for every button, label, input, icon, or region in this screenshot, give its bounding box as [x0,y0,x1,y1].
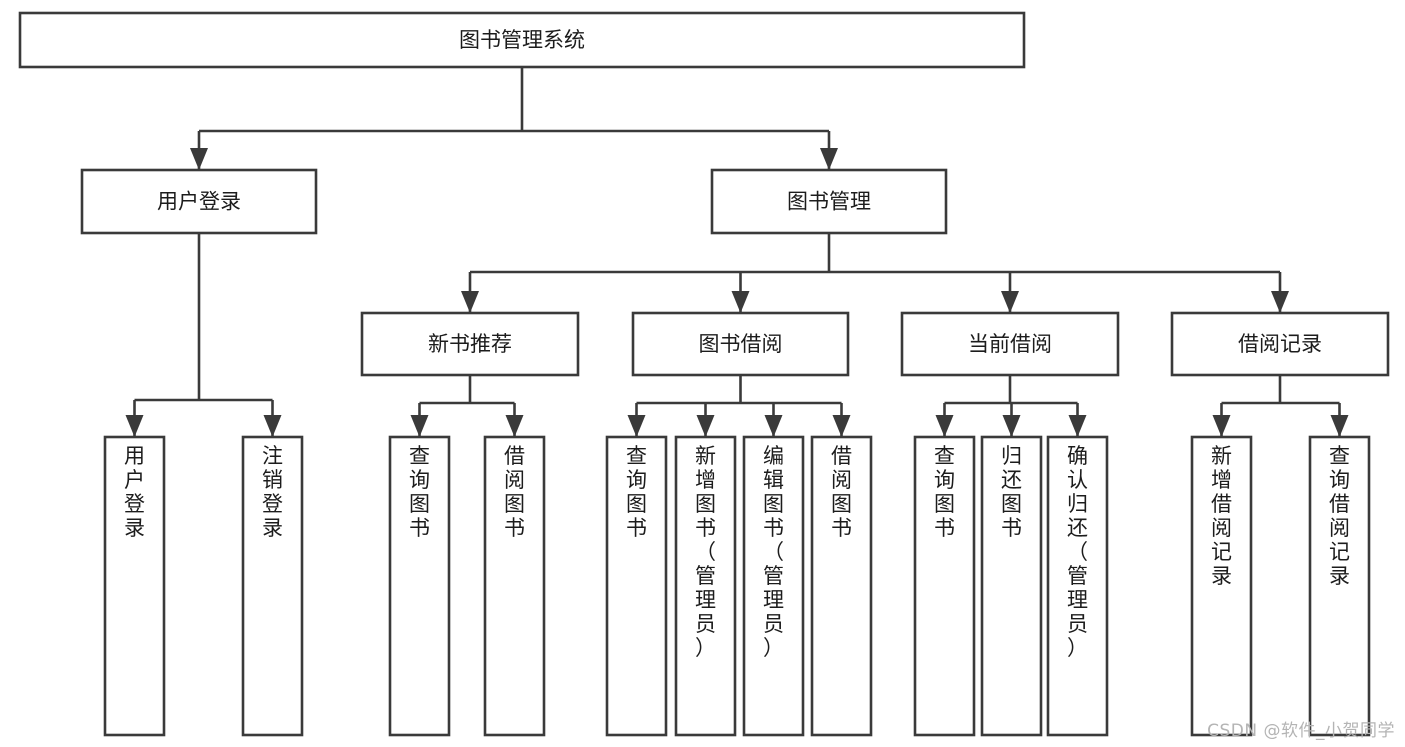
node-book-manage[interactable]: 图书管理 [710,168,948,235]
node-leaf-query-book-rec-box [388,435,451,737]
node-book-manage-box [710,168,948,235]
node-borrow-record-box [1170,311,1390,377]
node-leaf-query-book-current-label: 查询图书 [934,444,955,540]
node-leaf-return-book[interactable]: 归还图书 [980,435,1043,737]
node-leaf-confirm-return-admin[interactable]: 确认归还（管理员） [1046,435,1109,737]
node-new-book-recommend-label: 新书推荐 [428,332,512,356]
node-leaf-add-book-admin-label: 新增图书（管理员） [695,444,716,660]
node-leaf-add-book-admin-box [674,435,737,737]
node-leaf-borrow-book-rec[interactable]: 借阅图书 [483,435,546,737]
node-leaf-query-borrow-record-label: 查询借阅记录 [1329,444,1350,588]
l2-2-to-leaves-arrow-0 [935,415,954,437]
node-leaf-query-book-current[interactable]: 查询图书 [913,435,976,737]
node-borrow-record[interactable]: 借阅记录 [1170,311,1390,377]
l2-0-to-leaves-arrow-0 [410,415,429,437]
node-leaf-add-borrow-record-label: 新增借阅记录 [1211,444,1232,588]
node-leaf-edit-book-admin-label: 编辑图书（管理员） [763,444,784,660]
node-leaf-user-login-label: 用户登录 [124,444,145,540]
node-current-borrow-label: 当前借阅 [968,332,1052,356]
node-leaf-borrow-book-box [810,435,873,737]
node-book-borrow-label: 图书借阅 [699,332,783,356]
node-leaf-query-borrow-record[interactable]: 查询借阅记录 [1308,435,1371,737]
node-leaf-edit-book-admin[interactable]: 编辑图书（管理员） [742,435,805,737]
l2-2-to-leaves-arrow-2 [1068,415,1087,437]
node-leaf-borrow-book-rec-box [483,435,546,737]
node-user-login[interactable]: 用户登录 [80,168,318,235]
bookmanage-to-level2-arrow-1 [731,291,750,313]
l2-2-to-leaves-arrow-1 [1002,415,1021,437]
l2-1-to-leaves-arrow-1 [696,415,715,437]
l2-0-to-leaves-arrow-1 [505,415,524,437]
node-leaf-query-book-current-box [913,435,976,737]
l2-1-to-leaves-arrow-2 [764,415,783,437]
node-root-system[interactable]: 图书管理系统 [18,11,1026,69]
l2-1-to-leaves-arrow-3 [832,415,851,437]
node-leaf-return-book-label: 归还图书 [1001,444,1022,540]
bookmanage-to-level2-arrow-3 [1271,291,1289,313]
node-book-manage-label: 图书管理 [787,190,871,214]
node-leaf-query-book-borrow-label: 查询图书 [626,444,647,540]
node-new-book-recommend[interactable]: 新书推荐 [360,311,580,377]
node-leaf-return-book-box [980,435,1043,737]
node-leaf-query-book-borrow-box [605,435,668,737]
node-book-borrow[interactable]: 图书借阅 [631,311,850,377]
node-root-system-box [18,11,1026,69]
node-leaf-add-borrow-record-box [1190,435,1253,737]
bookmanage-to-level2-arrow-2 [1001,291,1019,313]
node-leaf-logout[interactable]: 注销登录 [241,435,304,737]
root-to-level1-arrow-0 [190,148,208,170]
node-user-login-box [80,168,318,235]
userlogin-to-leaves-arrow-1 [263,415,282,437]
node-leaf-query-book-rec-label: 查询图书 [409,444,430,540]
node-book-borrow-box [631,311,850,377]
node-leaf-query-book-rec[interactable]: 查询图书 [388,435,451,737]
node-leaf-user-login-box [103,435,166,737]
nodes-layer: 图书管理系统用户登录图书管理新书推荐图书借阅当前借阅借阅记录用户登录注销登录查询… [18,11,1390,737]
node-leaf-confirm-return-admin-box [1046,435,1109,737]
bookmanage-to-level2-arrow-0 [461,291,479,313]
node-leaf-query-book-borrow[interactable]: 查询图书 [605,435,668,737]
connectors-layer [125,67,1349,437]
l2-1-to-leaves-arrow-0 [627,415,646,437]
node-root-system-label: 图书管理系统 [459,28,585,52]
node-user-login-label: 用户登录 [157,190,241,214]
node-leaf-add-borrow-record[interactable]: 新增借阅记录 [1190,435,1253,737]
node-leaf-borrow-book-rec-label: 借阅图书 [504,444,525,540]
node-new-book-recommend-box [360,311,580,377]
node-leaf-borrow-book[interactable]: 借阅图书 [810,435,873,737]
node-borrow-record-label: 借阅记录 [1238,332,1322,356]
l2-3-to-leaves-arrow-1 [1330,415,1349,437]
node-leaf-confirm-return-admin-label: 确认归还（管理员） [1067,444,1088,660]
node-leaf-edit-book-admin-box [742,435,805,737]
node-leaf-logout-box [241,435,304,737]
node-leaf-user-login[interactable]: 用户登录 [103,435,166,737]
node-current-borrow[interactable]: 当前借阅 [900,311,1120,377]
watermark-label: CSDN @软件_小贺同学 [1207,721,1395,741]
node-leaf-logout-label: 注销登录 [262,444,283,540]
node-leaf-query-borrow-record-box [1308,435,1371,737]
userlogin-to-leaves-arrow-0 [125,415,144,437]
node-leaf-add-book-admin[interactable]: 新增图书（管理员） [674,435,737,737]
root-to-level1-arrow-1 [820,148,838,170]
node-leaf-borrow-book-label: 借阅图书 [831,444,852,540]
node-current-borrow-box [900,311,1120,377]
l2-3-to-leaves-arrow-0 [1212,415,1231,437]
